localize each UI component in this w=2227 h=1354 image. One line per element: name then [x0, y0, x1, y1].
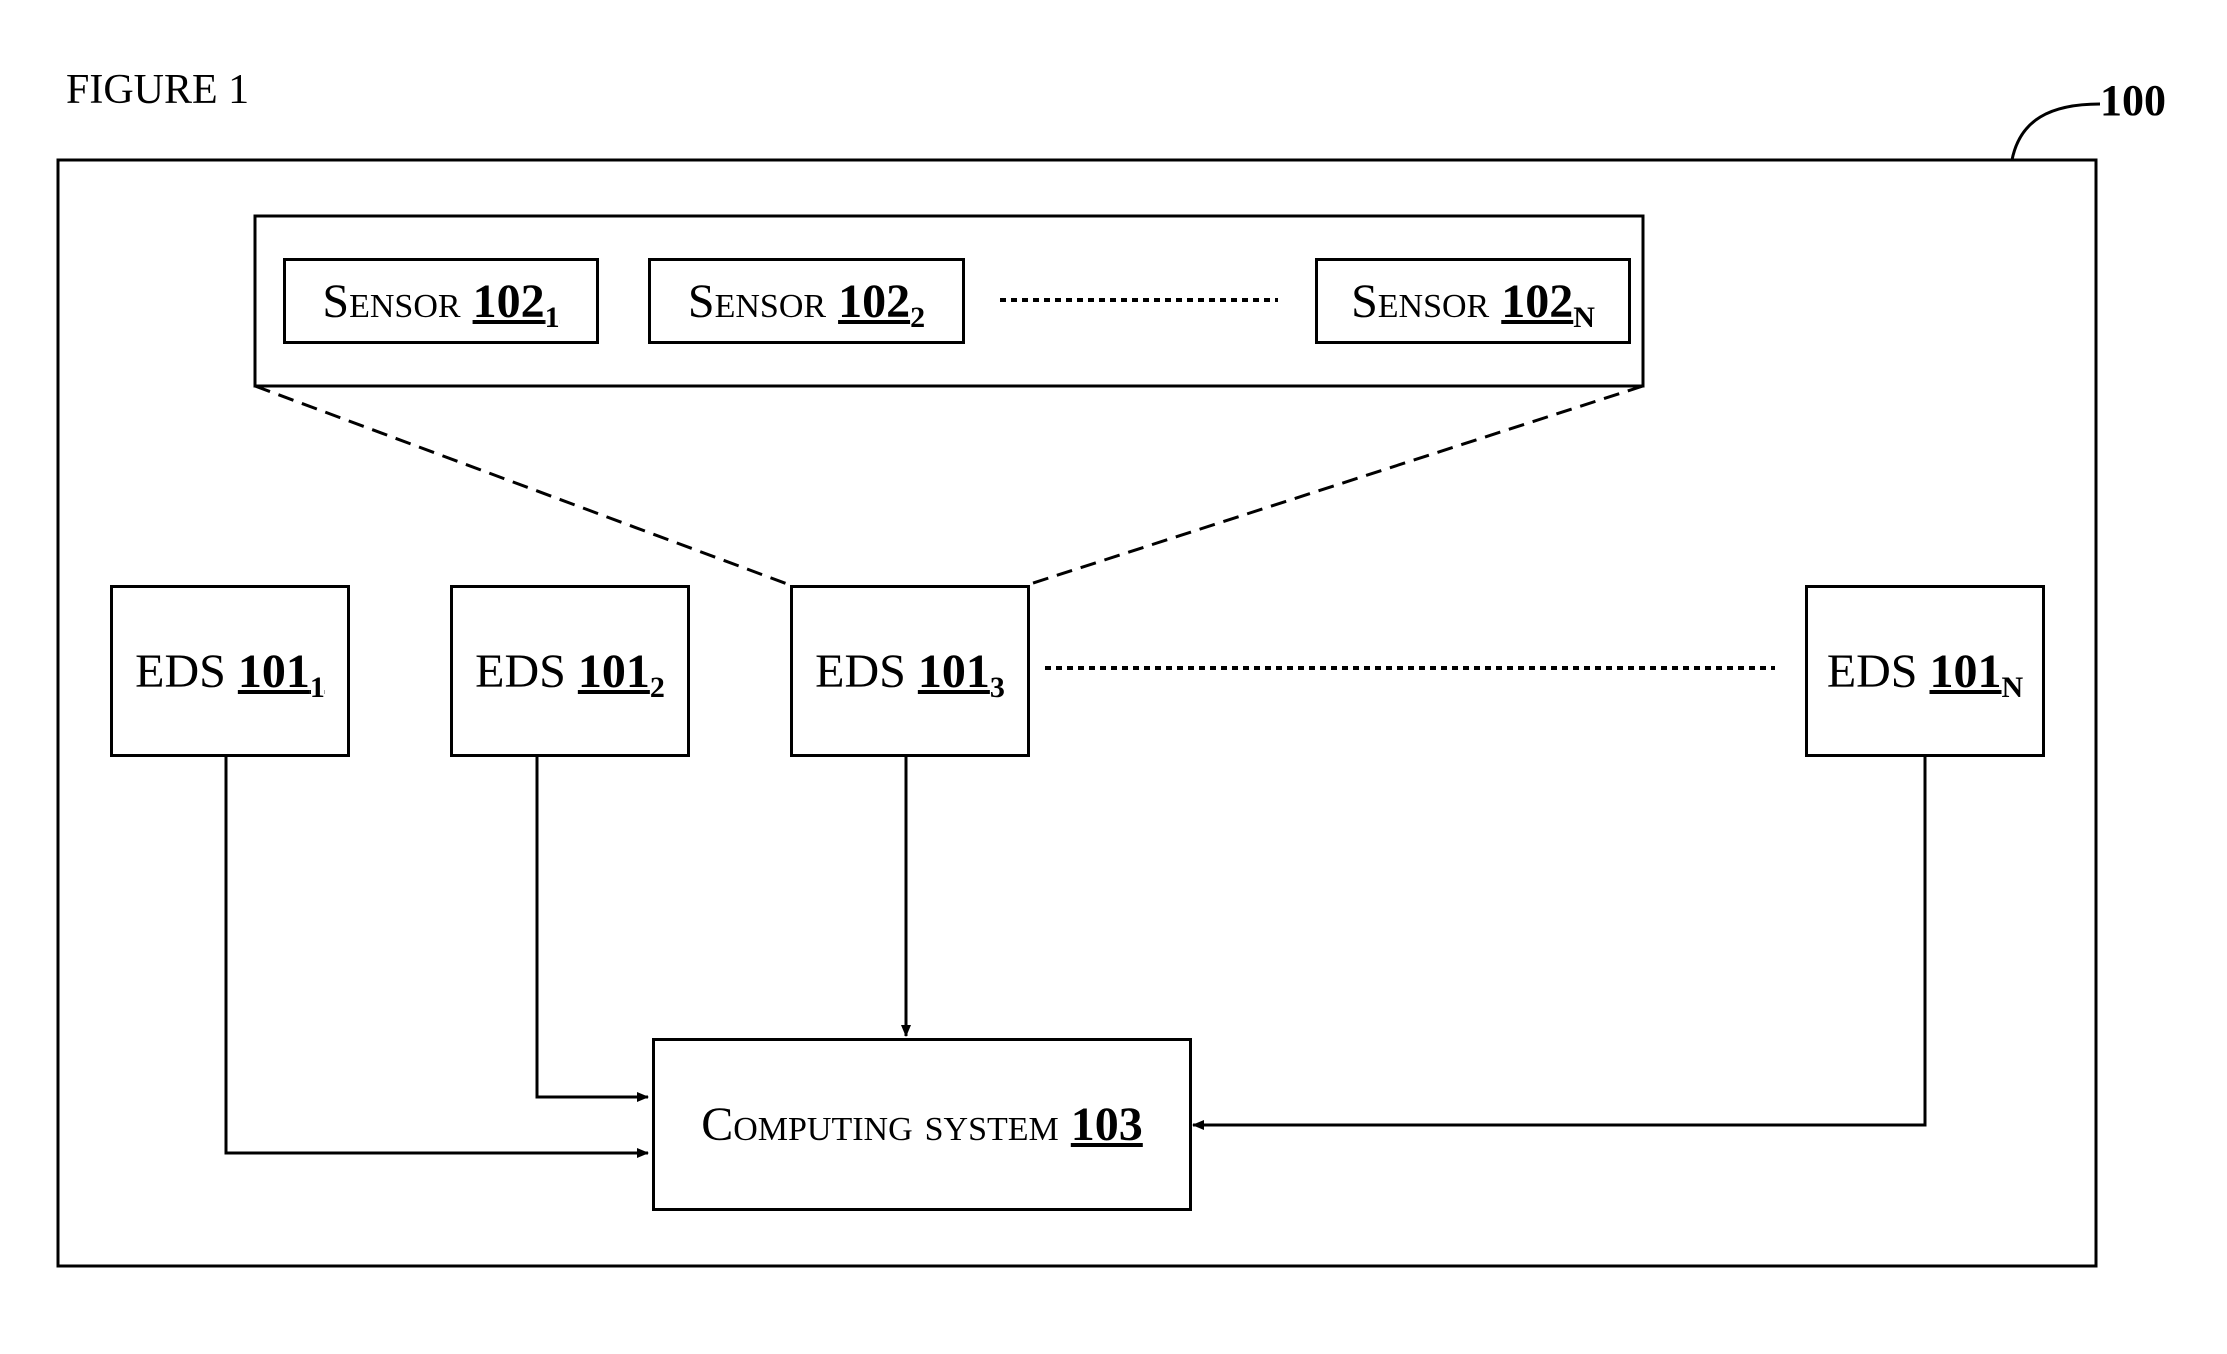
computing-system-label: Computing system 103 [652, 1038, 1192, 1211]
eds-ref: 101N [1929, 644, 2024, 704]
eds-box-1 [110, 585, 350, 757]
eds-label-n: EDS 101N [1805, 585, 2045, 757]
sensor-box-2 [648, 258, 965, 344]
eds-label-2: EDS 1012 [450, 585, 690, 757]
eds-ref: 1013 [917, 644, 1005, 704]
computing-system-name: Computing system [701, 1098, 1059, 1151]
sensor-ref: 1021 [472, 274, 560, 334]
connector-eds-2 [535, 755, 649, 1102]
sensor-box-n [1315, 258, 1631, 344]
expansion-line-right [1026, 384, 1644, 587]
computing-system-ref: 103 [1070, 1098, 1143, 1151]
eds-name: EDS [135, 644, 226, 698]
sensor-label-2: Sensor 1022 [648, 258, 965, 344]
connector-eds-n [1192, 755, 1927, 1130]
eds-name: EDS [1826, 644, 1918, 698]
computing-system-box [652, 1038, 1192, 1211]
sensor-label-n: Sensor 102N [1315, 258, 1631, 344]
eds-label-1: EDS 1011 [110, 585, 350, 757]
connector-eds-1 [224, 755, 649, 1158]
system-frame [56, 158, 2098, 1268]
eds-ref: 1011 [237, 644, 325, 704]
sensor-box-1 [283, 258, 599, 344]
eds-ref: 1012 [577, 644, 665, 704]
eds-name: EDS [475, 644, 566, 698]
sensor-name: Sensor [1351, 274, 1490, 328]
sensor-label-1: Sensor 1021 [283, 258, 599, 344]
figure-title: FIGURE 1 [66, 67, 250, 113]
sensor-name: Sensor [322, 274, 461, 328]
eds-box-3 [790, 585, 1030, 757]
sensor-group-frame [253, 214, 1645, 388]
system-ref-leader [2010, 102, 2101, 161]
system-reference: 100 [2100, 76, 2166, 125]
expansion-line-left [254, 384, 791, 587]
eds-name: EDS [815, 644, 906, 698]
eds-box-n [1805, 585, 2045, 757]
eds-box-2 [450, 585, 690, 757]
eds-label-3: EDS 1013 [790, 585, 1030, 757]
sensor-ref: 102N [1501, 274, 1595, 334]
sensor-ref: 1022 [838, 274, 926, 334]
sensor-name: Sensor [687, 274, 827, 328]
